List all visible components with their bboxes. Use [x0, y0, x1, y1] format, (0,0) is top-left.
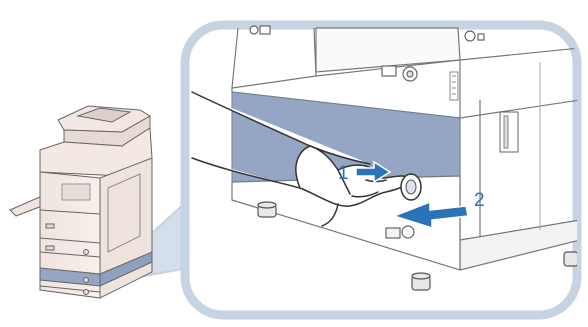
step-1-label: 1 [338, 163, 349, 184]
printer-overview [10, 106, 152, 298]
side-tray [10, 196, 42, 216]
step-2-label: 2 [474, 190, 485, 211]
drawer-release-button [401, 174, 421, 200]
